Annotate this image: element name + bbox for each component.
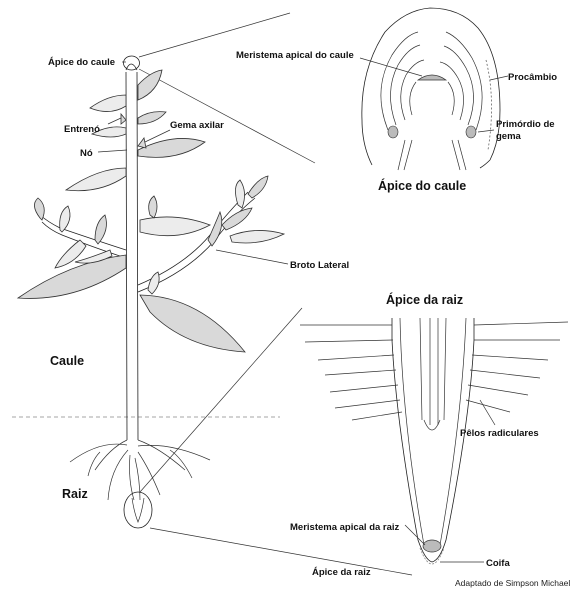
label-raiz: Raiz <box>62 487 88 501</box>
root-zoom-line-bottom <box>150 528 412 575</box>
title-apice-do-caule: Ápice do caule <box>378 178 466 193</box>
label-primordio-gema-line2: gema <box>496 131 522 142</box>
label-caule: Caule <box>50 354 84 368</box>
shoot-apex-detail <box>362 8 500 170</box>
label-meristema-apical-raiz: Meristema apical da raiz <box>290 522 400 533</box>
label-broto-lateral: Broto Lateral <box>290 260 349 271</box>
label-no: Nó <box>80 148 93 159</box>
label-apice-do-caule-small: Ápice do caule <box>48 57 115 68</box>
label-gema-axilar: Gema axilar <box>170 120 224 131</box>
label-entreno: Entrenó <box>64 124 100 135</box>
roots <box>70 440 210 528</box>
left-branch <box>18 198 126 298</box>
main-stem <box>124 56 140 440</box>
label-meristema-apical-caule: Meristema apical do caule <box>236 50 354 61</box>
credit-text: Adaptado de Simpson Michael <box>455 578 570 588</box>
right-branch <box>138 176 284 352</box>
label-pelos-radiculares: Pêlos radiculares <box>460 428 539 439</box>
label-primordio-gema-line1: Primórdio de <box>496 119 555 130</box>
label-apice-da-raiz-small: Ápice da raiz <box>312 567 371 578</box>
label-coifa: Coifa <box>486 558 510 569</box>
title-apice-da-raiz: Ápice da raiz <box>386 292 463 307</box>
label-procambio: Procâmbio <box>508 72 557 83</box>
